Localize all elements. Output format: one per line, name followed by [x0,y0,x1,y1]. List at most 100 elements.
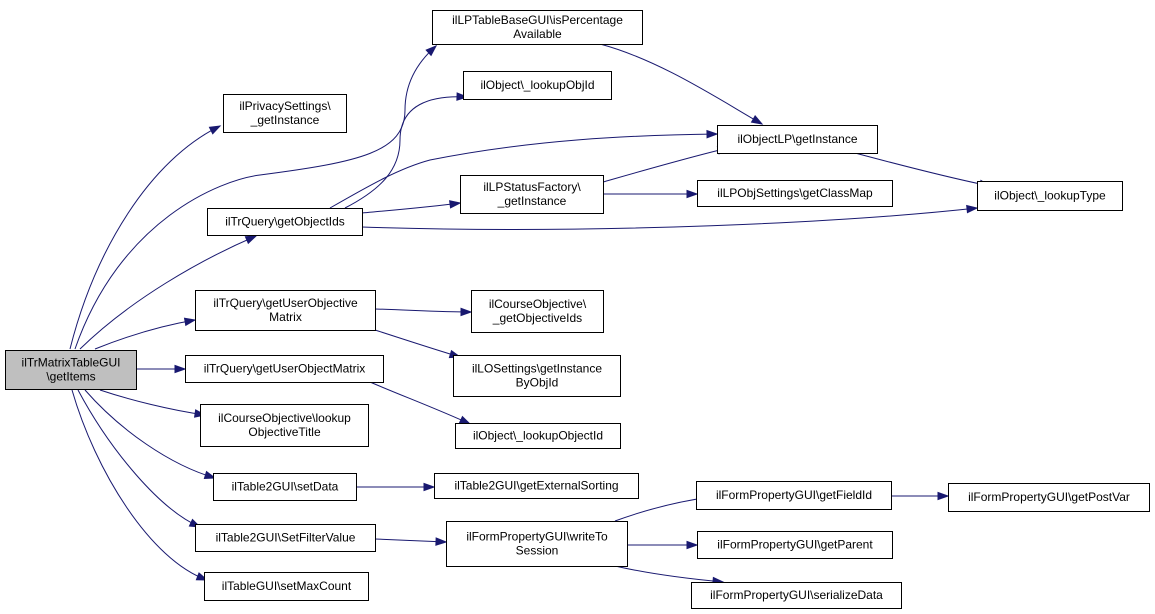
edge-root-to-n19 [77,389,202,528]
function-node[interactable]: ilTable2GUI\setData [213,473,357,501]
node-box [446,521,628,567]
node-box [432,10,643,45]
function-node[interactable]: ilCourseObjective\_getObjectiveIds [471,290,604,333]
edge-arrowhead-n8-n3 [456,92,469,101]
node-box [697,531,893,559]
node-box [5,350,137,390]
function-node[interactable]: ilFormPropertyGUI\getFieldId [696,481,892,510]
edge-n8-to-n4 [329,129,719,209]
node-label-line: ilLPTableBaseGUI\isPercentage [452,13,623,27]
function-node[interactable]: ilTrQuery\getObjectIds [207,208,363,236]
edge-arrowhead-root-n1 [425,45,438,57]
node-box [697,180,893,207]
node-label-line: ilObjectLP\getInstance [737,132,857,146]
edge-arrowhead-root-n9 [183,317,197,327]
node-box [691,582,902,609]
node-label-line: ilTableGUI\setMaxCount [222,579,352,593]
edge-arrowhead-n17-n18 [937,491,950,501]
edge-root-to-n2 [69,125,222,350]
edge-root-to-n13 [99,389,207,418]
node-box [463,71,612,100]
edge-arrowhead-n8-n7 [966,204,979,214]
edge-line [614,565,724,583]
node-label-line: ilFormPropertyGUI\getPostVar [968,490,1130,504]
node-label-line: ilTable2GUI\SetFilterValue [216,531,356,545]
function-node[interactable]: ilObject\_lookupObjectId [455,423,621,449]
function-node[interactable]: ilTrQuery\getUserObjectMatrix [185,355,384,383]
edge-line [74,45,437,350]
edge-root-to-n15 [84,389,217,480]
node-box [185,355,384,383]
edge-line [369,381,471,425]
node-label-line: ilLOSettings\getInstance [472,362,602,376]
edge-line [374,538,447,543]
function-node[interactable]: ilFormPropertyGUI\serializeData [691,582,902,609]
node-box [204,572,369,601]
edge-arrowhead-n20-n21 [686,540,699,550]
function-node[interactable]: ilObjectLP\getInstance [717,125,878,154]
node-box [200,404,369,447]
node-label-line: ilPrivacySettings\ [239,99,331,113]
node-label-line: _getObjectiveIds [492,311,582,325]
function-node[interactable]: ilLPStatusFactory\_getInstance [460,175,604,214]
edge-line [99,389,206,416]
edge-line [374,329,461,358]
node-box [213,473,357,501]
function-node[interactable]: ilTable2GUI\getExternalSorting [434,473,639,499]
edges-layer [69,43,992,586]
node-label-line: ilTrQuery\getUserObjective [213,296,358,310]
node-label-line: Available [513,27,562,41]
edge-arrowhead-root-n8 [244,235,258,245]
node-label-line: ilCourseObjective\lookup [218,411,351,425]
function-node[interactable]: ilFormPropertyGUI\getPostVar [948,483,1150,512]
edge-line [69,125,221,350]
edge-line [854,152,991,187]
node-box [223,94,347,133]
edge-arrowhead-root-n11 [174,364,187,374]
function-node[interactable]: ilFormPropertyGUI\getParent [697,531,893,559]
function-node[interactable]: ilTable2GUI\SetFilterValue [195,524,376,552]
edge-line [374,308,472,313]
edge-line [84,389,216,479]
edge-n20-to-n21 [627,540,699,550]
edge-arrowhead-n19-n20 [435,537,448,546]
edge-n20-to-n23 [614,565,725,586]
node-box [948,483,1150,512]
node-label-line: ilFormPropertyGUI\getParent [717,538,873,552]
edge-arrowhead-n8-n5 [449,200,462,209]
edge-root-to-n22 [71,389,209,581]
edge-arrowhead-n9-n10 [460,307,473,317]
node-label-line: Matrix [269,310,302,324]
node-label-line: ilCourseObjective\ [489,297,587,311]
edge-line [79,235,257,350]
node-label-line: ilTable2GUI\setData [232,480,339,494]
node-label-line: ilFormPropertyGUI\writeTo [466,530,608,544]
edge-line [602,147,729,183]
edge-arrowhead-root-n15 [203,470,217,480]
node-label-line: ilTrMatrixTableGUI [22,356,121,370]
function-node[interactable]: ilTableGUI\setMaxCount [204,572,369,601]
function-node[interactable]: ilLPObjSettings\getClassMap [697,180,893,207]
edge-line [599,43,763,125]
function-node[interactable]: ilObject\_lookupType [977,181,1123,211]
edge-line [361,207,978,230]
node-label-line: \getItems [46,370,95,384]
root-function-node[interactable]: ilTrMatrixTableGUI\getItems [5,350,137,390]
node-box [717,125,878,154]
edge-n5-to-n4 [602,146,730,183]
edge-n19-to-n20 [374,537,448,546]
function-node[interactable]: ilObject\_lookupObjId [463,71,612,100]
edge-n1-to-n4 [599,43,764,125]
node-label-line: ByObjId [516,376,559,390]
node-label-line: _getInstance [497,194,567,208]
node-label-line: ilLPObjSettings\getClassMap [717,186,873,200]
function-node[interactable]: ilPrivacySettings\_getInstance [223,94,347,133]
node-label-line: Session [516,544,559,558]
edge-root-to-n1 [74,45,438,350]
node-label-line: ilFormPropertyGUI\serializeData [710,588,883,602]
